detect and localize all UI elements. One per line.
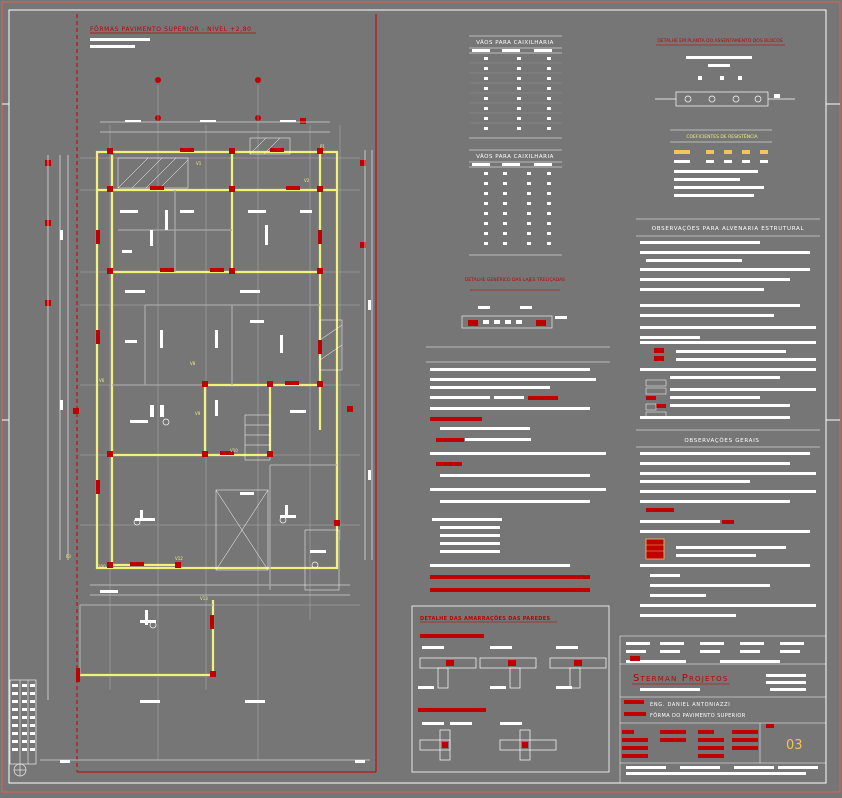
openings-table-1-title: VÃOS PARA CAIXILHARIA — [476, 39, 554, 46]
inner-frame — [8, 9, 827, 784]
sheet-number: 03 — [786, 738, 803, 753]
floor-plan: FÔRMAS PAVIMENTO SUPERIOR - NÍVEL +2,80 — [40, 14, 377, 773]
masonry-notes: OBSERVAÇÕES PARA ALVENARIA ESTRUTURAL — [636, 218, 820, 419]
north-arrow-icon — [13, 763, 27, 777]
wall-junctions-title: DETALHE DAS AMARRAÇÕES DAS PAREDES — [420, 615, 550, 622]
resistance-table: COEFICIENTES DE RESISTÊNCIA — [670, 129, 772, 197]
svg-text:V6: V6 — [99, 378, 105, 383]
svg-text:200: 200 — [98, 564, 106, 569]
slab-detail: DETALHE GENÉRICO DAS LAJES TRELIÇADAS — [461, 275, 567, 329]
openings-table-2: VÃOS PARA CAIXILHARIA — [469, 149, 562, 256]
general-notes-title: OBSERVAÇÕES GERAIS — [684, 437, 759, 444]
svg-text:V8: V8 — [190, 361, 196, 366]
resistance-table-title: COEFICIENTES DE RESISTÊNCIA — [686, 132, 758, 140]
slab-notes — [426, 346, 610, 592]
slab-detail-title: DETALHE GENÉRICO DAS LAJES TRELIÇADAS — [465, 275, 565, 283]
svg-text:P1: P1 — [320, 144, 325, 149]
wall-junctions-detail: DETALHE DAS AMARRAÇÕES DAS PAREDES — [411, 605, 610, 773]
engineer-name: ENG. DANIEL ANTONIAZZI — [650, 702, 730, 708]
blocks-detail-title: DETALHE EM PLANTA DO ASSENTAMENTO DOS BL… — [657, 38, 782, 44]
svg-text:V9: V9 — [195, 411, 201, 416]
svg-text:V12: V12 — [175, 556, 183, 561]
svg-text:V13: V13 — [200, 596, 208, 601]
blocks-detail: DETALHE EM PLANTA DO ASSENTAMENTO DOS BL… — [655, 38, 795, 107]
title-block: Sterman Projetos ENG. DANIEL ANTONIAZZI … — [619, 635, 826, 783]
company-name: Sterman Projetos — [633, 673, 728, 684]
drawing-name: FÔRMA DO PAVIMENTO SUPERIOR — [650, 712, 746, 719]
svg-text:V1: V1 — [196, 161, 202, 166]
svg-text:V10: V10 — [230, 448, 238, 453]
openings-table-1: VÃOS PARA CAIXILHARIA — [469, 35, 562, 139]
svg-text:V2: V2 — [304, 178, 310, 183]
masonry-notes-title: OBSERVAÇÕES PARA ALVENARIA ESTRUTURAL — [652, 225, 805, 232]
plan-title: FÔRMAS PAVIMENTO SUPERIOR - NÍVEL +2,80 — [90, 26, 252, 33]
revision-table — [9, 679, 37, 777]
general-notes: OBSERVAÇÕES GERAIS — [636, 429, 820, 617]
openings-table-2-title: VÃOS PARA CAIXILHARIA — [476, 153, 554, 160]
svg-text:P3: P3 — [66, 554, 71, 559]
